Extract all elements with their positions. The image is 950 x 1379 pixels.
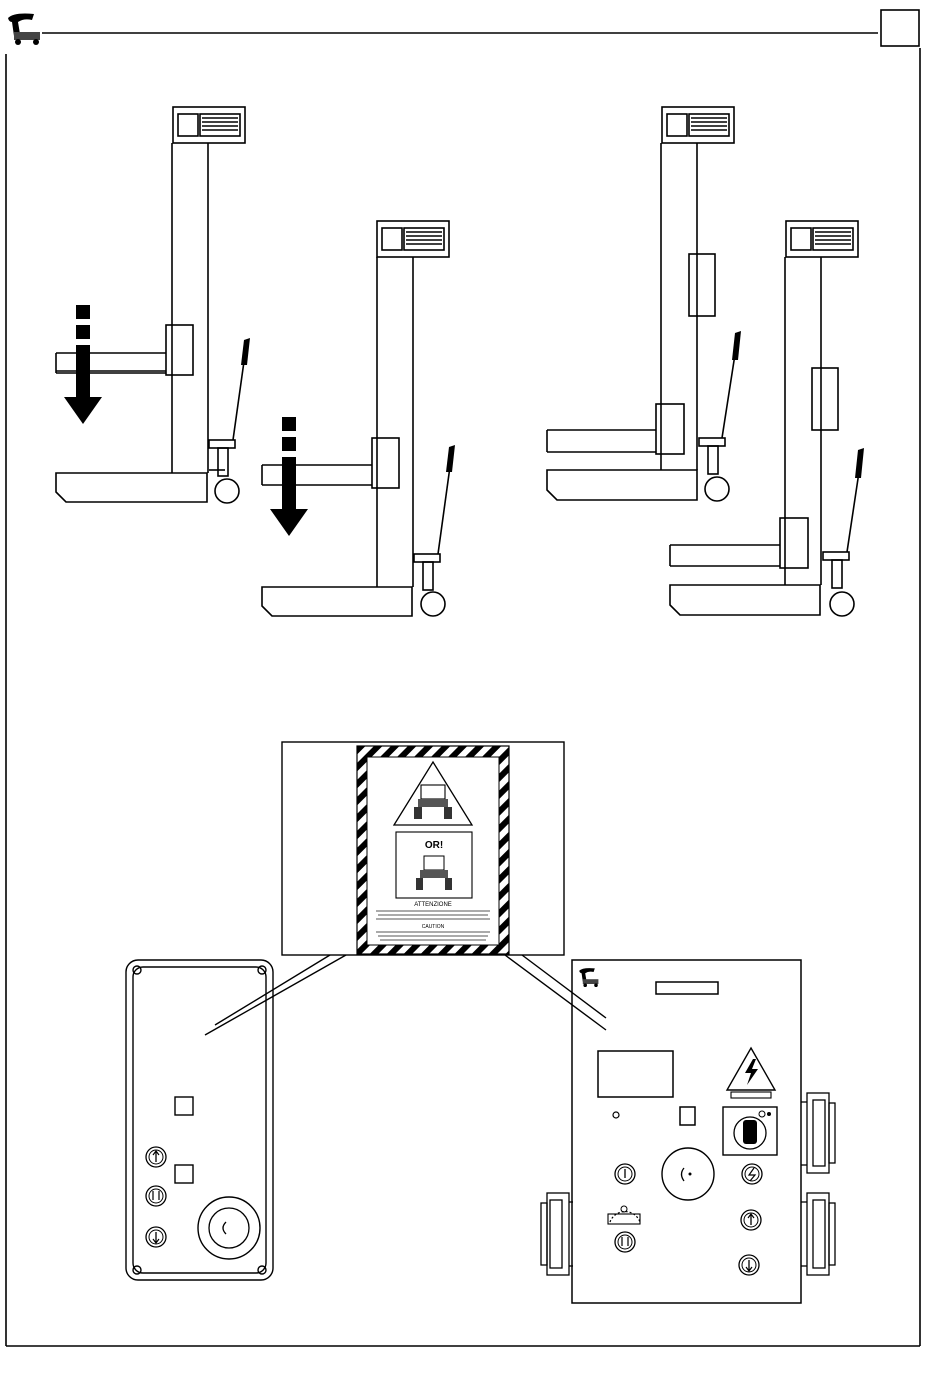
column-lift-icon <box>547 107 738 501</box>
selector-dial[interactable] <box>608 1206 640 1224</box>
lever-grip <box>855 448 864 478</box>
electric-hazard-icon <box>727 1048 775 1098</box>
up-arrow-icon[interactable] <box>146 1147 166 1167</box>
control-box <box>572 960 801 1303</box>
side-connector <box>541 1193 573 1275</box>
page-frame <box>6 33 920 1346</box>
emergency-stop-icon[interactable] <box>198 1197 260 1259</box>
warning-sign-word-2: OR! <box>425 840 443 851</box>
emergency-stop-icon[interactable] <box>662 1148 714 1200</box>
page-number-box <box>881 10 919 46</box>
sync-arrows-icon[interactable] <box>146 1186 166 1206</box>
company-logo-icon <box>579 968 598 987</box>
down-arrow-icon[interactable] <box>739 1255 759 1275</box>
lever-grip <box>241 338 250 365</box>
warning-sign: OR! ATTENZIONE CAUTION <box>357 746 509 954</box>
up-arrow-icon[interactable] <box>741 1210 761 1230</box>
company-logo-icon <box>8 14 40 46</box>
power-icon[interactable] <box>615 1164 635 1184</box>
side-connector <box>801 1093 835 1173</box>
warning-sign-word-1: ATTENZIONE <box>414 902 452 908</box>
down-arrow-icon[interactable] <box>146 1227 166 1247</box>
indicator-lamp <box>613 1112 619 1118</box>
side-connector <box>801 1193 835 1275</box>
lever-grip <box>446 445 455 472</box>
column-lift-icon <box>670 221 862 616</box>
warning-sign-word-3: CAUTION <box>422 924 445 930</box>
lever-grip <box>732 331 741 360</box>
sync-arrows-icon[interactable] <box>615 1232 635 1252</box>
main-switch-icon[interactable] <box>723 1107 777 1155</box>
down-arrow-icon <box>64 305 102 424</box>
down-arrow-icon <box>270 417 308 536</box>
lightning-icon[interactable] <box>742 1164 762 1184</box>
